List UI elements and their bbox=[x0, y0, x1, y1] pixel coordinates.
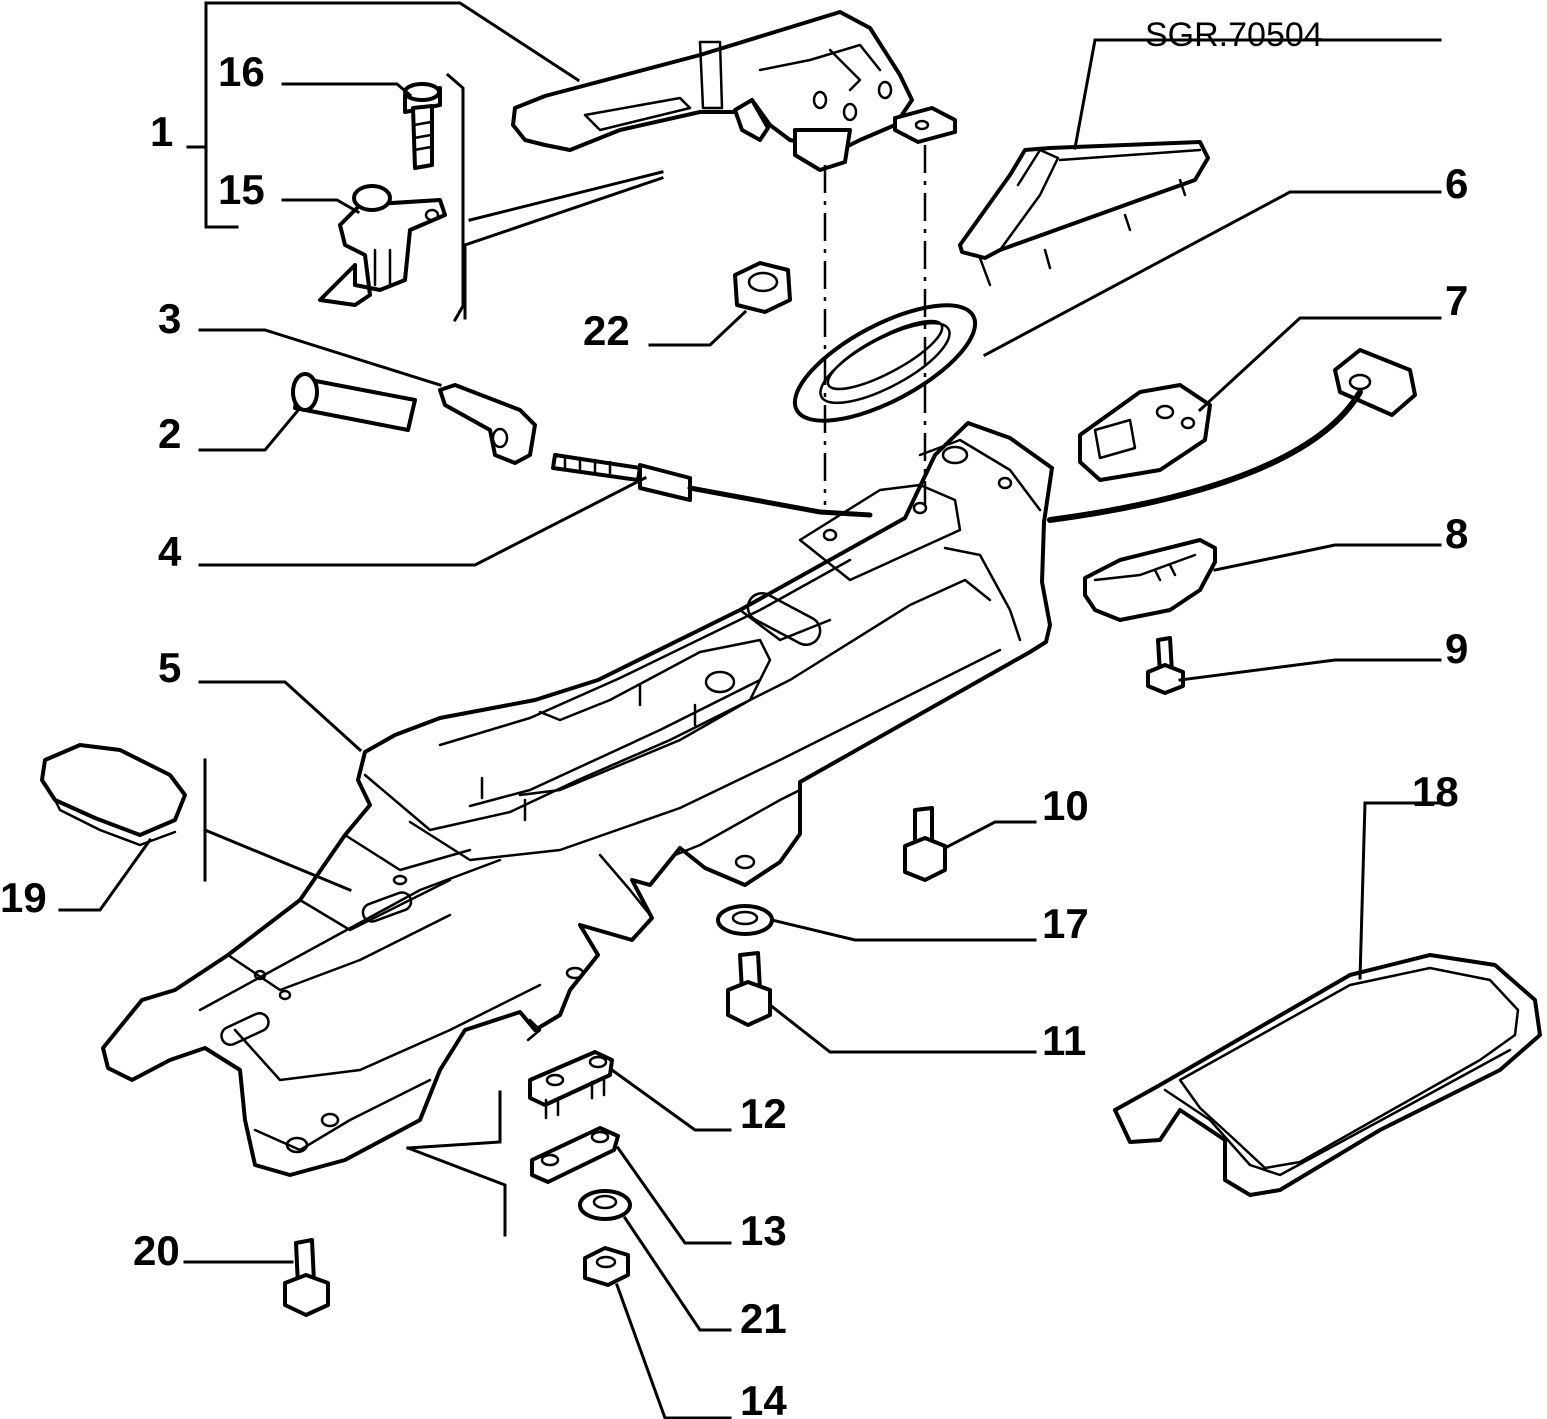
callout-5: 5 bbox=[158, 644, 181, 691]
plate-13 bbox=[530, 1126, 620, 1184]
handbrake-base-frame bbox=[101, 421, 1054, 1177]
cable-rod bbox=[551, 453, 873, 518]
leader-lines bbox=[58, 1, 1442, 1419]
latch-pin bbox=[318, 184, 447, 307]
nut-14 bbox=[583, 1246, 630, 1287]
callout-12: 12 bbox=[740, 1090, 787, 1137]
gasket-ring bbox=[792, 303, 978, 423]
callout-22: 22 bbox=[583, 307, 630, 354]
plug-19 bbox=[40, 743, 187, 847]
handbrake-lever bbox=[511, 10, 957, 172]
screw-9 bbox=[1146, 636, 1185, 695]
callout-8: 8 bbox=[1445, 510, 1468, 557]
bolt-20 bbox=[283, 1238, 330, 1317]
callout-labels: 1 2 3 4 5 6 7 8 9 10 11 12 13 14 15 16 1… bbox=[0, 16, 1468, 1419]
callout-16: 16 bbox=[218, 48, 265, 95]
sleeve bbox=[291, 372, 417, 432]
callout-15: 15 bbox=[218, 166, 265, 213]
callout-18: 18 bbox=[1412, 768, 1459, 815]
callout-7: 7 bbox=[1445, 277, 1468, 324]
tray-18 bbox=[1113, 953, 1542, 1197]
washer-21 bbox=[578, 1189, 632, 1221]
bolt-16 bbox=[403, 82, 442, 170]
plate-12 bbox=[528, 1050, 614, 1120]
callout-9: 9 bbox=[1445, 625, 1468, 672]
callout-4: 4 bbox=[158, 528, 182, 575]
switch-connector bbox=[1047, 348, 1417, 523]
callout-1: 1 bbox=[150, 108, 173, 155]
callout-19: 19 bbox=[0, 874, 47, 921]
callout-2: 2 bbox=[158, 410, 181, 457]
callout-14: 14 bbox=[740, 1377, 787, 1419]
callout-11: 11 bbox=[1042, 1017, 1086, 1064]
callout-20: 20 bbox=[133, 1227, 180, 1274]
callout-13: 13 bbox=[740, 1207, 787, 1254]
bolt-10 bbox=[903, 806, 947, 882]
callout-6: 6 bbox=[1445, 160, 1468, 207]
bolt-11 bbox=[726, 951, 772, 1027]
alignment-lines bbox=[823, 145, 927, 505]
callout-10: 10 bbox=[1042, 782, 1089, 829]
callout-17: 17 bbox=[1042, 900, 1089, 947]
callout-3: 3 bbox=[158, 295, 181, 342]
drawing-code: SGR.70504 bbox=[1145, 16, 1323, 54]
nut-22 bbox=[733, 261, 792, 314]
trim-clip bbox=[1083, 538, 1217, 622]
callout-21: 21 bbox=[740, 1295, 787, 1342]
washer-17 bbox=[716, 904, 774, 936]
lever-boot-cover bbox=[958, 140, 1210, 287]
clip-bracket bbox=[438, 383, 537, 465]
